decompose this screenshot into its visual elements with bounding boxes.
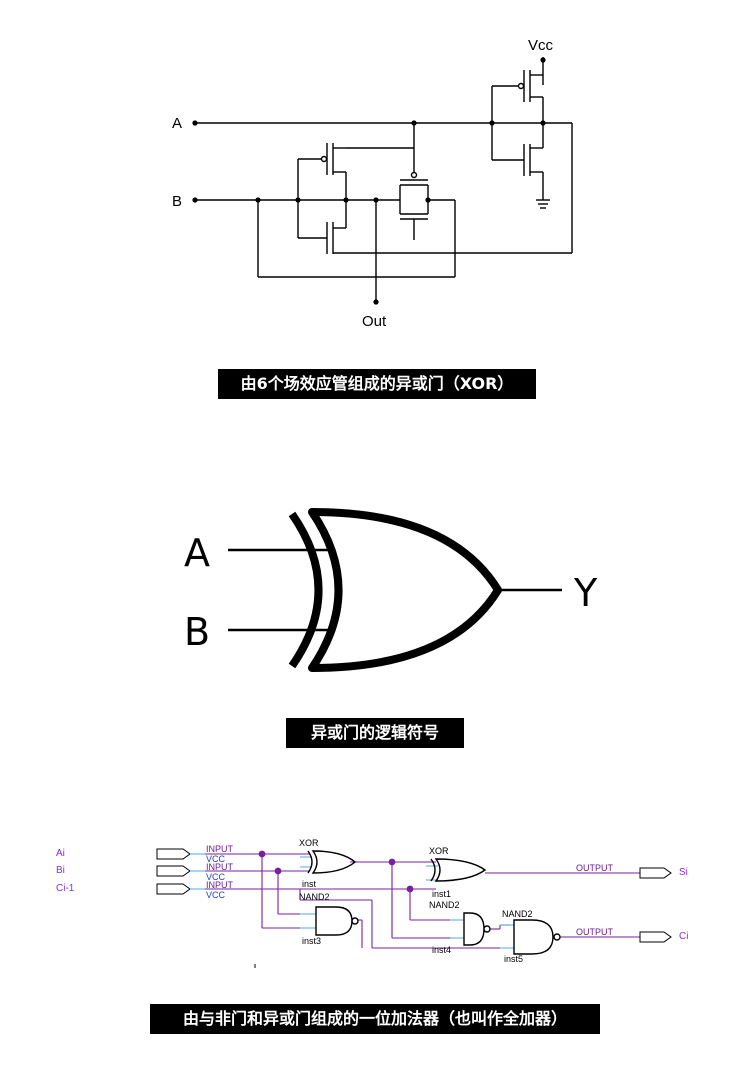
junction-bi <box>274 867 282 875</box>
nand3-bubble <box>553 933 561 941</box>
xor1-arc <box>307 850 313 874</box>
output-pin-si <box>639 867 672 879</box>
pin-input-label-3: INPUT <box>206 880 234 890</box>
vcc-node <box>540 57 546 63</box>
pin-input-label-2: INPUT <box>206 862 234 872</box>
xor2-arc <box>430 858 436 882</box>
nand3-inst-label: inst5 <box>504 954 523 964</box>
output-pin-ci <box>639 931 672 943</box>
xor1-type-label: XOR <box>299 838 319 848</box>
nand1-body <box>315 906 353 936</box>
junction-ai <box>258 850 266 858</box>
output-pin-label-si: OUTPUT <box>576 863 614 873</box>
nand3-type-label: NAND2 <box>502 909 533 919</box>
caption-xor-symbol: 异或门的逻辑符号 <box>286 718 464 748</box>
adder-output-ci: Ci <box>679 931 688 942</box>
pin-vcc-label-3: VCC <box>206 890 226 900</box>
out-label: Out <box>362 313 387 330</box>
input-pin-bi <box>156 865 191 877</box>
or-body <box>308 508 502 672</box>
terminal-a <box>192 120 198 126</box>
pin-input-label-1: INPUT <box>206 844 234 854</box>
input-a-label: A <box>172 115 182 132</box>
adder-input-ci: Ci-1 <box>56 883 75 894</box>
symbol-a-label: A <box>184 531 210 575</box>
xor1-body <box>311 850 357 874</box>
input-pin-ci <box>156 883 191 895</box>
xor2-inst-label: inst1 <box>432 889 451 899</box>
junction-xor1-out <box>388 858 396 866</box>
xor-symbol <box>228 508 562 672</box>
input-b-label: B <box>172 193 182 210</box>
pin-vcc-label-1: VCC <box>206 854 226 864</box>
vcc-label: Vcc <box>528 37 554 54</box>
nand3-body <box>513 919 554 955</box>
xor-extra-arc <box>288 511 323 669</box>
terminal-b <box>192 197 198 203</box>
caption-cmos-xor: 由6个场效应管组成的异或门（XOR） <box>218 369 536 399</box>
caption-full-adder: 由与非门和异或门组成的一位加法器（也叫作全加器） <box>150 1004 600 1034</box>
adder-input-ai: Ai <box>56 848 65 859</box>
adder-output-si: Si <box>679 867 688 878</box>
pin-vcc-label-2: VCC <box>206 872 226 882</box>
nand2-body <box>463 912 485 946</box>
nand2-type-label: NAND2 <box>429 900 460 910</box>
nand1-bubble <box>351 917 359 925</box>
xor1-inst-label: inst <box>302 879 317 889</box>
output-pin-label-ci: OUTPUT <box>576 927 614 937</box>
xor2-body <box>434 858 487 882</box>
input-pin-ai <box>156 848 191 860</box>
symbol-b-label: B <box>184 610 210 654</box>
xor2-type-label: XOR <box>429 846 449 856</box>
junction-ci <box>406 885 414 893</box>
nand2-bubble <box>483 925 491 933</box>
symbol-y-label: Y <box>573 571 598 615</box>
nand1-inst-label: inst3 <box>302 936 321 946</box>
adder-input-bi: Bi <box>56 865 65 876</box>
cmos-xor-circuit <box>192 57 573 305</box>
full-adder-circuit <box>156 848 672 968</box>
nand1-type-label: NAND2 <box>299 892 330 902</box>
nand2-inst-label: inst4 <box>432 945 451 955</box>
